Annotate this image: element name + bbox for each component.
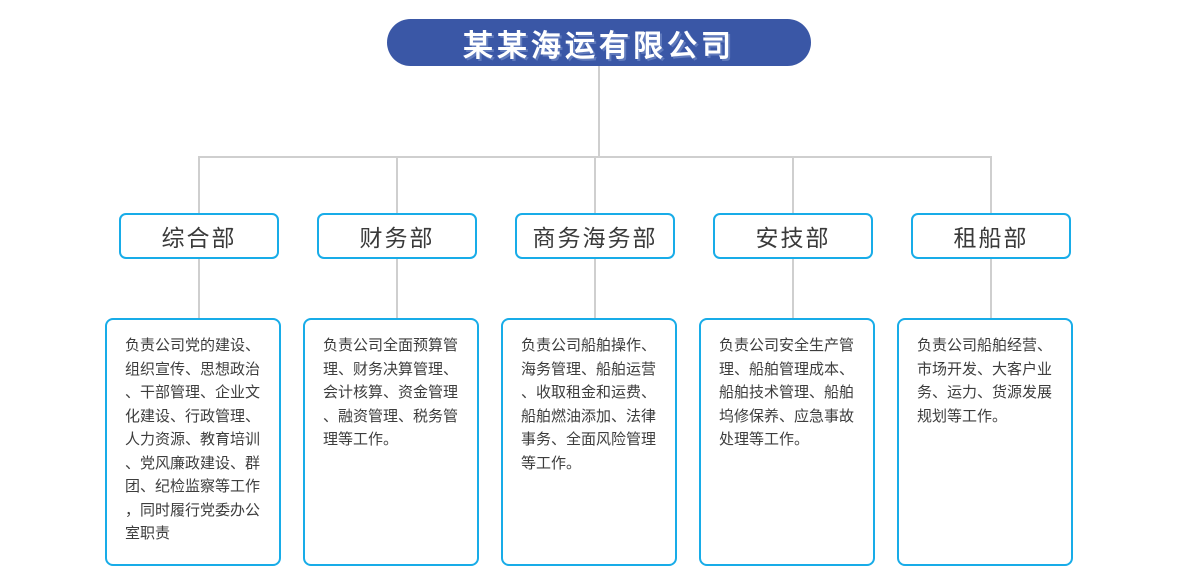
dept-node-chartering: 租船部 [911,213,1071,259]
dept-node-commerce-maritime: 商务海务部 [515,213,675,259]
connector-stem-2 [396,258,398,319]
company-title: 某某海运有限公司 [463,29,735,63]
connector-drop-5 [990,156,992,214]
dept-node-general: 综合部 [119,213,279,259]
dept-label: 综合部 [161,225,237,251]
connector-stem-4 [792,258,794,319]
connector-stem-5 [990,258,992,319]
company-root-node: 某某海运有限公司 [387,19,811,66]
dept-label: 安技部 [755,225,831,251]
connector-stem-3 [594,258,596,319]
dept-description-safety-tech: 负责公司安全生产管理、船舶管理成本、船舶技术管理、船舶坞修保养、应急事故处理等工… [699,318,875,566]
dept-node-safety-tech: 安技部 [713,213,873,259]
dept-description-finance: 负责公司全面预算管理、财务决算管理、会计核算、资金管理、融资管理、税务管理等工作… [303,318,479,566]
connector-drop-2 [396,156,398,214]
dept-description-chartering: 负责公司船舶经营、市场开发、大客户业务、运力、货源发展规划等工作。 [897,318,1073,566]
dept-label: 租船部 [953,225,1029,251]
connector-drop-4 [792,156,794,214]
dept-description-commerce-maritime: 负责公司船舶操作、海务管理、船舶运营、收取租金和运费、船舶燃油添加、法律事务、全… [501,318,677,566]
connector-stem-1 [198,258,200,319]
dept-node-finance: 财务部 [317,213,477,259]
dept-description-general: 负责公司党的建设、组织宣传、思想政治、干部管理、企业文化建设、行政管理、人力资源… [105,318,281,566]
dept-label: 财务部 [359,225,435,251]
dept-label: 商务海务部 [532,225,658,251]
connector-drop-3 [594,156,596,214]
connector-root-vertical [598,66,600,157]
connector-drop-1 [198,156,200,214]
